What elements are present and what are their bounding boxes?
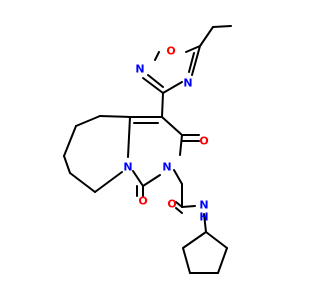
bonds: [63, 25, 232, 274]
bond-c4-c3: [161, 116, 183, 136]
bond-ox-n2-c3: [142, 77, 164, 94]
bond-camide-n: [181, 205, 196, 208]
atom-n-oxadiazole-upper: N: [135, 63, 144, 76]
atom-o-acetamide: O: [167, 198, 176, 211]
atom-n-oxadiazole-lower: N: [183, 77, 192, 90]
bond-c7-c8: [63, 155, 71, 174]
atom-n-amide: N: [199, 199, 208, 212]
bond-ox-to-c4: [161, 92, 164, 118]
atom-o-carbonyl-top: O: [199, 135, 208, 148]
bond-c1-n10: [132, 170, 144, 187]
bond-n10-c4a: [127, 116, 131, 158]
bond-c5-c6: [75, 115, 101, 127]
atom-o-carbonyl-bottom: O: [138, 195, 147, 208]
bond-n2-c1: [142, 174, 161, 187]
bond-ethyl-ch3: [212, 25, 232, 28]
bond-camide-o-double: [175, 207, 183, 214]
bond-c3-n2: [179, 134, 183, 156]
bond-n2-ch2: [173, 169, 183, 185]
bond-c4a-c5: [99, 115, 131, 118]
bond-c8-c9: [69, 172, 96, 193]
bond-ethyl-ch2: [199, 26, 214, 47]
bond-cp-2: [182, 247, 191, 274]
molecule-structure: O N N O N N O O N H: [63, 25, 232, 274]
atom-n-ring-amide: N: [162, 161, 171, 174]
bond-camide-o: [175, 201, 183, 208]
bond-ox-c3-n4: [162, 81, 183, 94]
bond-ox-o1-n2: [154, 51, 160, 61]
bond-ox-c5-n4: [191, 45, 201, 76]
bond-ox-c5-o1: [185, 45, 201, 53]
atom-n-ring-bridge: N: [123, 161, 132, 174]
bond-nh-cp: [203, 213, 207, 233]
bond-c9-n10: [94, 171, 123, 193]
atom-o-oxadiazole: O: [166, 45, 175, 58]
atom-labels: O N N O N N O O N H: [123, 45, 208, 224]
bond-cp-1: [182, 231, 207, 249]
bond-ox-n2-c3-double: [147, 74, 164, 88]
bond-c6-c7: [63, 125, 77, 157]
atom-h-amide: H: [199, 211, 208, 224]
bond-cp-5: [205, 231, 228, 249]
bond-cp-4: [217, 247, 228, 274]
bond-ox-c5-n4-double: [188, 52, 195, 73]
